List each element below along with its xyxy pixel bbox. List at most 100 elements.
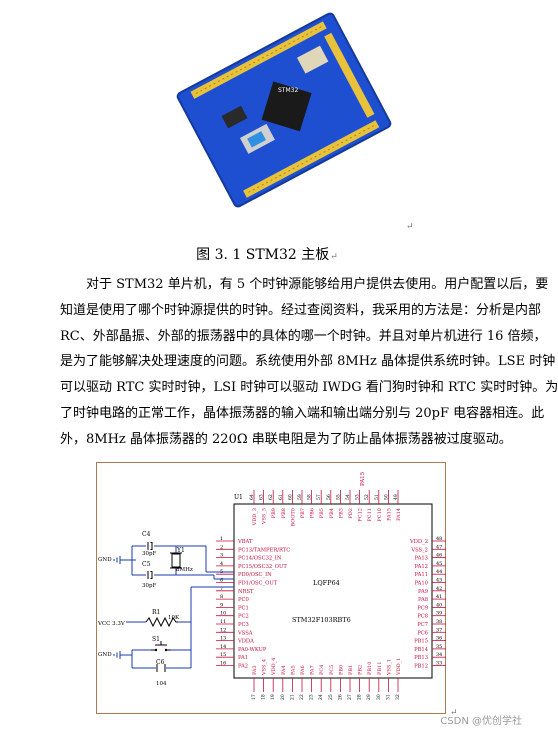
pin-label: VSS_2 xyxy=(410,547,428,553)
pin-number: 31 xyxy=(385,694,391,700)
pin-label: VSS_1 xyxy=(386,659,392,676)
pin-number: 15 xyxy=(220,652,226,658)
pin-number: 61 xyxy=(278,494,284,500)
pin-label: PA15 xyxy=(386,508,392,521)
pin-number: 6 xyxy=(220,578,223,584)
pin-number: 54 xyxy=(345,494,351,500)
c6-ref: C6 xyxy=(156,659,165,666)
pin-number: 44 xyxy=(436,569,442,575)
pin-number: 47 xyxy=(436,544,442,550)
pin-label: PA12 xyxy=(415,564,428,570)
pin-number: 29 xyxy=(366,694,372,700)
pin-number: 35 xyxy=(436,644,442,650)
pin-number: 32 xyxy=(395,694,401,700)
pin-number: 8 xyxy=(220,594,223,600)
pin-label: PB8 xyxy=(281,508,287,518)
pin-number: 64 xyxy=(249,494,255,500)
pin-label: PD0/OSC_IN xyxy=(238,572,272,578)
pin-number: 30 xyxy=(376,694,382,700)
pin-number: 52 xyxy=(364,494,370,500)
c5-ref: C5 xyxy=(142,561,151,568)
board-chip-label: STM32 xyxy=(278,87,298,94)
pin-label: VDDA xyxy=(237,639,254,645)
pin-number: 59 xyxy=(297,494,303,500)
pin-label: PA7 xyxy=(310,665,316,675)
pin-label: VDD_1 xyxy=(396,658,402,676)
pin-number: 26 xyxy=(337,694,343,700)
pin-number: 46 xyxy=(436,553,442,559)
pin-label: PC8 xyxy=(417,614,428,620)
pin-label: PB7 xyxy=(300,508,306,518)
pin-number: 62 xyxy=(268,494,274,500)
pin-label: PB0 xyxy=(338,665,344,675)
pin-label: PC2 xyxy=(238,614,249,620)
pin-number: 27 xyxy=(347,694,353,700)
gnd-label: GND xyxy=(98,557,112,563)
pin-number: 48 xyxy=(436,536,442,542)
pin-label: PB6 xyxy=(310,508,316,518)
pin-label: VSS_4 xyxy=(262,659,268,676)
pin-label: VDD_4 xyxy=(271,658,277,676)
gnd-label: GND xyxy=(98,652,112,658)
paragraph-line: RC、外部晶振、外部的振荡器中的具体的哪一个时钟。并且对单片机进行 16 倍频， xyxy=(60,328,547,344)
pin-number: 34 xyxy=(436,652,442,658)
pin-label: PA2 xyxy=(238,664,248,670)
pin-number: 39 xyxy=(436,611,442,617)
pin-number: 41 xyxy=(436,594,442,600)
paragraph-line: 了时钟电路的正常工作，晶体振荡器的输入端和输出端分别与 20pF 电容器相连。此 xyxy=(60,405,545,421)
pin-label: PB15 xyxy=(414,639,428,645)
y1-ref: Y1 xyxy=(176,547,185,554)
pin-label: PA3 xyxy=(252,665,258,675)
c4-ref: C4 xyxy=(142,531,151,538)
pin-number: 33 xyxy=(436,661,442,667)
pin-label: PC6 xyxy=(417,630,428,636)
chip-part: STM32F103RBT6 xyxy=(292,616,351,624)
pin-number: 16 xyxy=(220,661,226,667)
pin-number: 50 xyxy=(383,494,389,500)
pin-label: PA0-WKUP xyxy=(238,647,267,653)
pin-number: 2 xyxy=(220,544,223,550)
pin-number: 24 xyxy=(318,694,324,700)
chip-ref: U1 xyxy=(234,494,243,501)
pin-number: 21 xyxy=(289,694,295,700)
pin-label: VSS_3 xyxy=(262,508,268,525)
pin-number: 17 xyxy=(251,694,257,700)
pin-number: 13 xyxy=(220,636,226,642)
pin-number: 25 xyxy=(328,694,334,700)
pin-label: PB13 xyxy=(414,655,428,661)
pin-label: NRST xyxy=(238,589,254,595)
pin-number: 36 xyxy=(436,636,442,642)
stm32-board-image: STM32 xyxy=(176,12,392,208)
pin-label: PB14 xyxy=(414,647,429,653)
pin-label: PB11 xyxy=(377,662,383,675)
return-mark-icon: ↵ xyxy=(450,708,458,718)
pin-number: 43 xyxy=(436,578,442,584)
pin-label: PC12 xyxy=(358,508,364,522)
pin-number: 58 xyxy=(307,494,313,500)
return-mark-icon: ↵ xyxy=(406,222,414,232)
paragraph-line: 外，8MHz 晶体振荡器的 220Ω 串联电阻是为了防止晶体振荡器被过度驱动。 xyxy=(60,431,512,447)
paragraph-line: 可以驱动 RTC 实时时钟，LSI 时钟可以驱动 IWDG 看门狗时钟和 RTC… xyxy=(60,380,558,396)
pin-label: PB1 xyxy=(348,665,354,675)
pin-label: PB12 xyxy=(414,664,428,670)
pin-label: PC4 xyxy=(319,665,325,675)
pin-label: PB10 xyxy=(367,662,373,675)
pin-label: PC13/TAMPER/RTC xyxy=(238,547,290,553)
pin-label: PD2 xyxy=(348,508,354,519)
vcc-label: VCC 3.3V xyxy=(97,621,126,627)
r1-value: 10K xyxy=(168,615,180,621)
pin-number: 45 xyxy=(436,561,442,567)
c4-value: 30pF xyxy=(142,551,157,557)
pin-label: VSSA xyxy=(237,630,253,636)
pin-number: 51 xyxy=(374,494,380,500)
pin-number: 37 xyxy=(436,627,442,633)
pin-label: PC7 xyxy=(417,622,428,628)
pin-label: PC1 xyxy=(238,605,249,611)
net-label-pa15: PA15 xyxy=(360,471,366,486)
pin-number: 23 xyxy=(309,694,315,700)
c6-value: 104 xyxy=(156,681,167,687)
paragraph-line: 是为了能够解决处理速度的问题。系统使用外部 8MHz 晶体提供系统时钟。LSE … xyxy=(60,354,556,370)
pin-label: PA9 xyxy=(418,589,428,595)
figure-caption: 图 3. 1 STM32 主板↵ xyxy=(0,244,534,264)
